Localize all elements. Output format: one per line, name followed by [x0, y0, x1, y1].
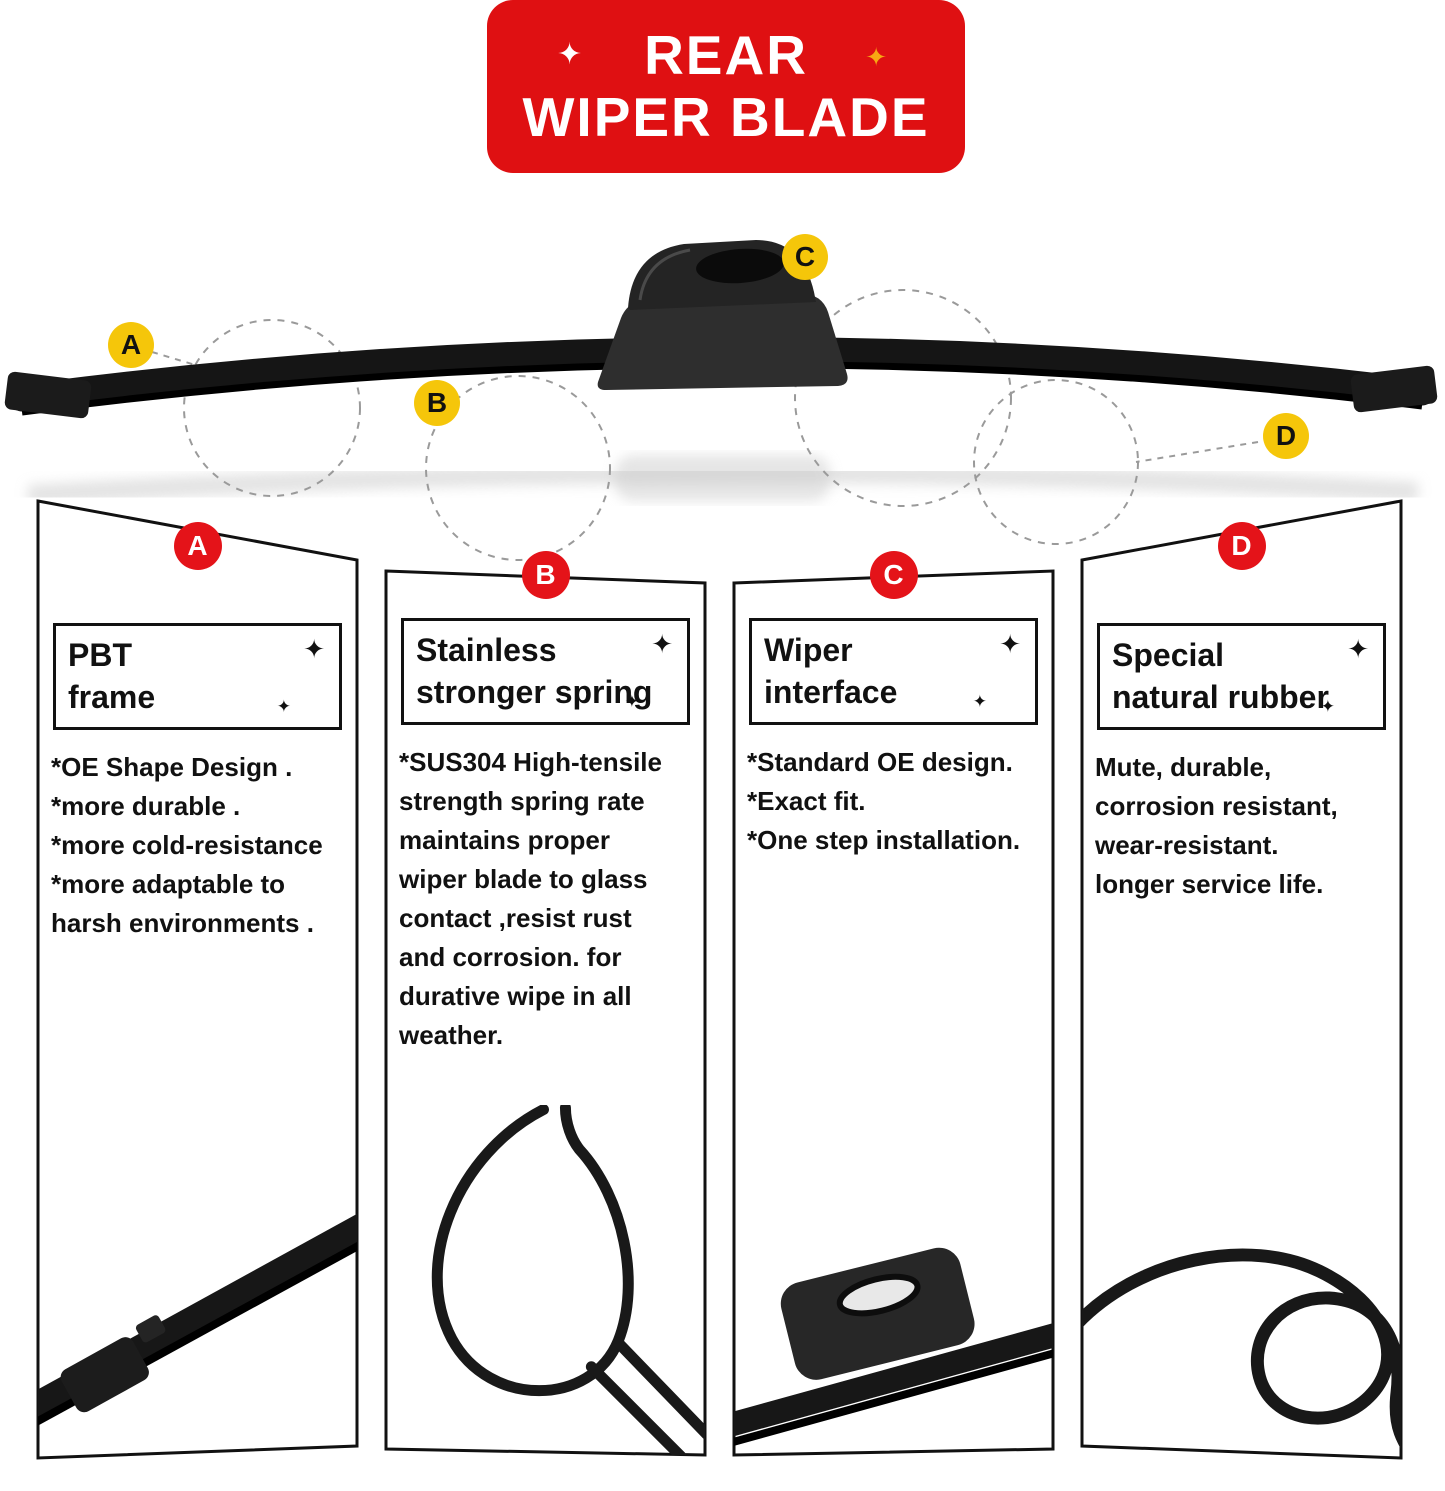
panel-description: Mute, durable, corrosion resistant, wear…: [1095, 752, 1338, 900]
wiper-blade-illustration: [4, 240, 1438, 561]
panel-frame: [732, 569, 1055, 1457]
panel-frame: [1080, 499, 1403, 1460]
panel-title: Wiper interface: [764, 632, 898, 710]
sparkle-icon: ✦: [557, 38, 583, 71]
banner-title-line2: WIPER BLADE: [522, 85, 930, 148]
sparkle-icon: ✦: [1347, 634, 1369, 664]
panel-title: PBT frame: [68, 637, 156, 715]
blade-tip-photo: [38, 1213, 357, 1426]
blade-callout-c: C: [782, 234, 828, 280]
sparkle-icon: ✦: [1320, 697, 1335, 717]
banner-title-line1: REAR: [644, 23, 808, 86]
feature-panel-d: D Special natural rubber ✦ ✦ Mute, durab…: [1079, 498, 1404, 1463]
panel-description: *SUS304 High-tensile strength spring rat…: [399, 747, 662, 1051]
panel-title: Stainless stronger spring: [416, 632, 653, 710]
feature-panel-c: C Wiper interface ✦ ✦ *Standard OE desig…: [731, 551, 1056, 1463]
panel-title-box: Wiper interface ✦ ✦: [749, 618, 1038, 726]
blade-callout-d: D: [1263, 413, 1309, 459]
panel-title: Special natural rubber: [1112, 637, 1329, 715]
panel-title-box: Stainless stronger spring ✦ ✦: [401, 618, 690, 726]
sparkle-icon: ✦: [865, 42, 887, 72]
sparkle-icon: ✦: [276, 697, 291, 717]
panel-letter-badge: A: [173, 522, 222, 570]
panel-letter-badge: C: [869, 551, 918, 599]
panel-description: *OE Shape Design . *more durable . *more…: [51, 752, 323, 939]
adapter-slot: [696, 248, 784, 284]
spring-loop-photo: [431, 1105, 705, 1455]
adapter-reflection: [615, 455, 830, 501]
panel-title-box: PBT frame ✦ ✦: [53, 623, 342, 731]
feature-panel-a: A PBT frame ✦ ✦ *OE Shape Design . *more…: [35, 498, 360, 1463]
blade-end-cap-left: [4, 371, 92, 419]
adapter-base: [597, 293, 848, 390]
feature-panel-b: B Stainless stronger spring ✦ ✦ *SUS304 …: [383, 551, 708, 1463]
panel-letter-badge: B: [521, 551, 570, 599]
sparkle-icon: ✦: [972, 692, 987, 712]
wiper-interface-photo: [734, 1247, 1053, 1446]
sparkle-icon: ✦: [651, 629, 673, 659]
zoom-circle-a: [183, 319, 361, 497]
rubber-strip-photo: [1082, 1248, 1401, 1449]
zoom-circle-c: [794, 289, 1012, 507]
panel-letter-badge: D: [1217, 522, 1266, 570]
sparkle-icon: ✦: [303, 634, 325, 664]
panel-title-box: Special natural rubber ✦ ✦: [1097, 623, 1386, 731]
blade-callout-a: A: [108, 322, 154, 368]
sparkle-icon: ✦: [624, 692, 639, 712]
blade-end-cap-right: [1350, 365, 1438, 413]
adapter-highlight: [638, 248, 691, 301]
panel-frame: [36, 499, 359, 1460]
blade-callout-b: B: [414, 380, 460, 426]
label-connector-d: [1135, 441, 1259, 463]
title-banner: ✦ ✦ REAR WIPER BLADE: [487, 0, 965, 173]
sparkle-icon: ✦: [999, 629, 1021, 659]
panel-description: *Standard OE design. *Exact fit. *One st…: [747, 747, 1021, 856]
zoom-circle-b: [425, 375, 611, 561]
